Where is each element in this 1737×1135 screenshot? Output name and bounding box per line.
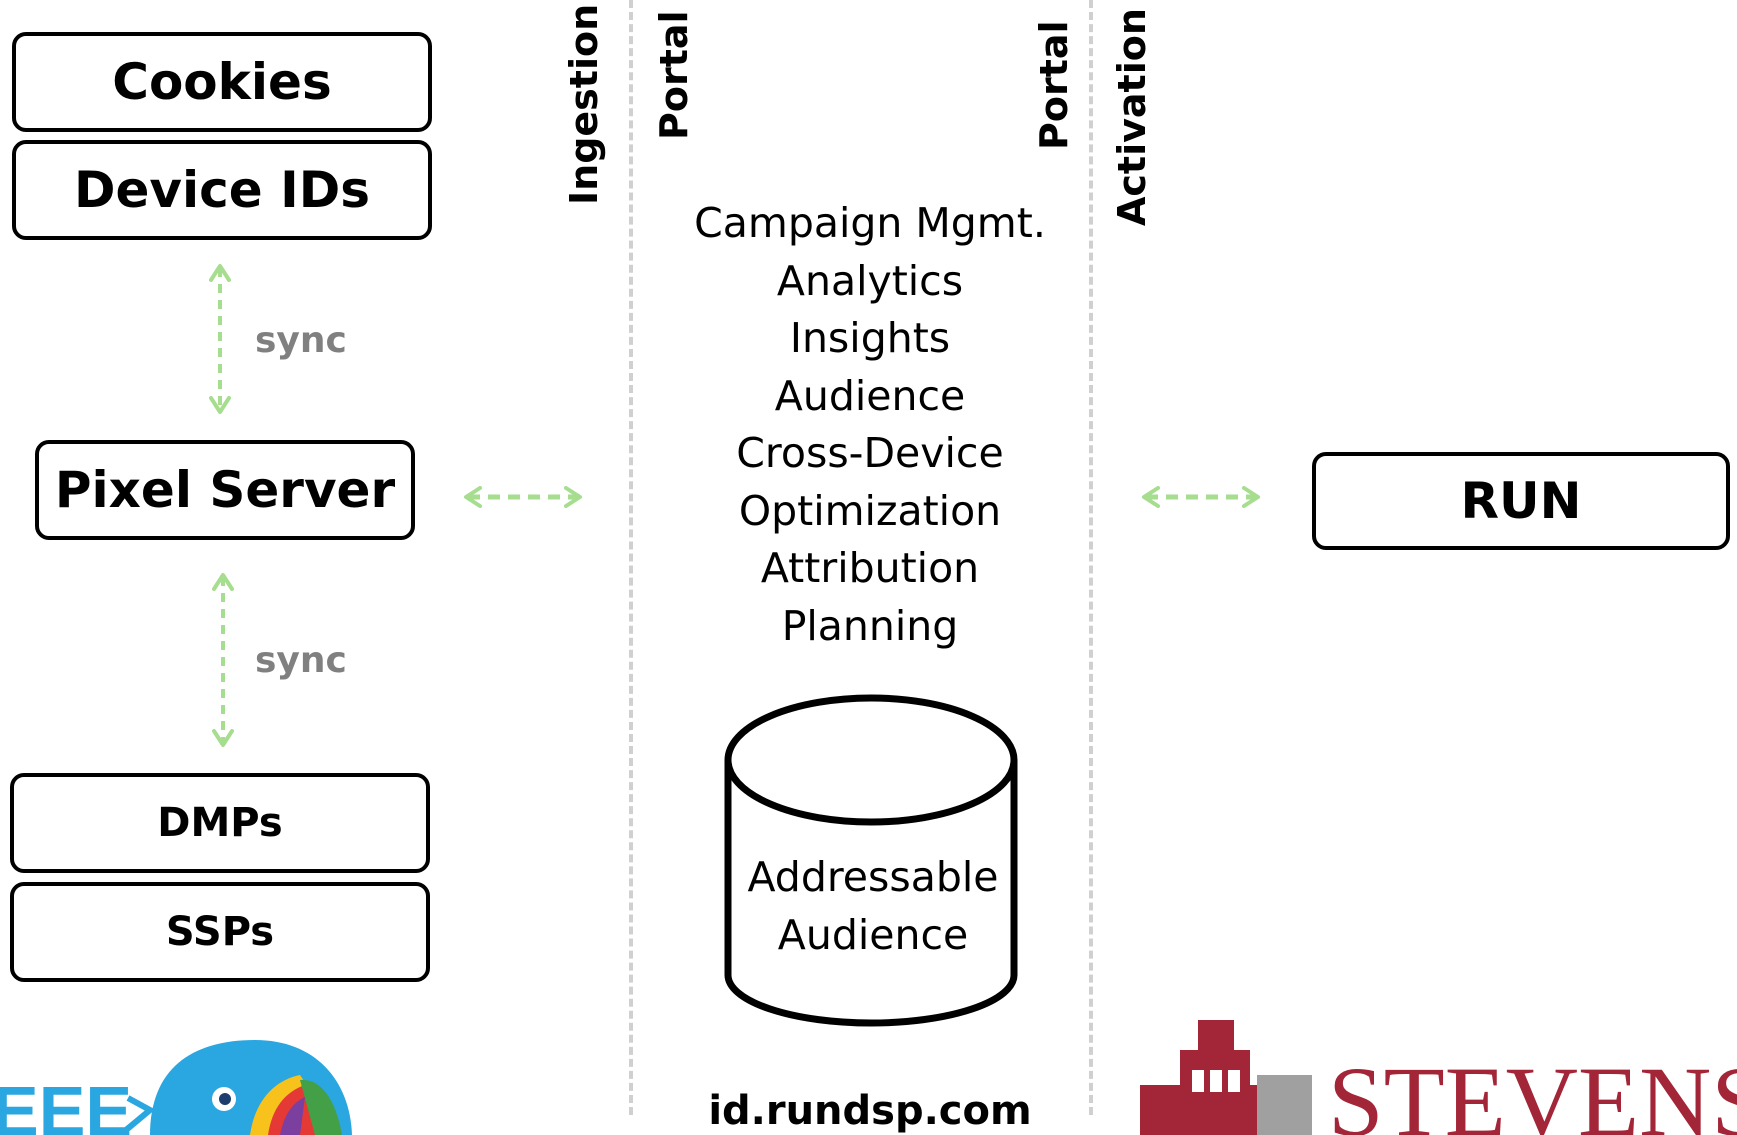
database-label-line1: Addressable — [747, 853, 999, 901]
pixel-server-label: Pixel Server — [54, 461, 396, 519]
left-logo-text: EEE — [0, 1072, 132, 1135]
dmps-box: DMPs — [10, 773, 430, 873]
divider-right — [1089, 0, 1093, 1115]
pixel-server-box: Pixel Server — [35, 440, 415, 540]
ssps-label: SSPs — [165, 909, 275, 955]
feature-optimization: Optimization — [738, 486, 1002, 535]
feature-analytics: Analytics — [776, 256, 964, 305]
feature-cross-device: Cross-Device — [736, 429, 1004, 477]
run-box: RUN — [1312, 452, 1730, 550]
whale-logo-icon: EEE — [0, 1040, 352, 1135]
database-label: Addressable Audience — [728, 848, 1018, 964]
right-logo-text: STEVENS — [1328, 1046, 1737, 1135]
sync-label-top: sync — [255, 320, 347, 361]
database-cylinder-icon — [724, 694, 1018, 1027]
feature-insights: Insights — [789, 314, 951, 362]
dmps-label: DMPs — [157, 800, 283, 846]
device-ids-box: Device IDs — [12, 140, 432, 240]
domain-label: id.rundsp.com — [708, 1088, 1032, 1134]
feature-audience: Audience — [774, 371, 966, 420]
run-label: RUN — [1460, 472, 1582, 530]
stevens-logo-icon: STEVENS — [1140, 1020, 1737, 1135]
feature-attribution: Attribution — [760, 544, 980, 592]
cookies-label: Cookies — [112, 53, 332, 111]
feature-planning: Planning — [781, 601, 959, 650]
portal-feature-list: Campaign Mgmt. Analytics Insights Audien… — [620, 195, 1120, 655]
database-label-line2: Audience — [777, 911, 969, 959]
device-ids-label: Device IDs — [74, 161, 370, 219]
sync-label-bottom: sync — [255, 640, 347, 681]
divider-left — [629, 0, 633, 1115]
ssps-box: SSPs — [10, 882, 430, 982]
cookies-box: Cookies — [12, 32, 432, 132]
feature-campaign-mgmt: Campaign Mgmt. — [694, 199, 1046, 247]
